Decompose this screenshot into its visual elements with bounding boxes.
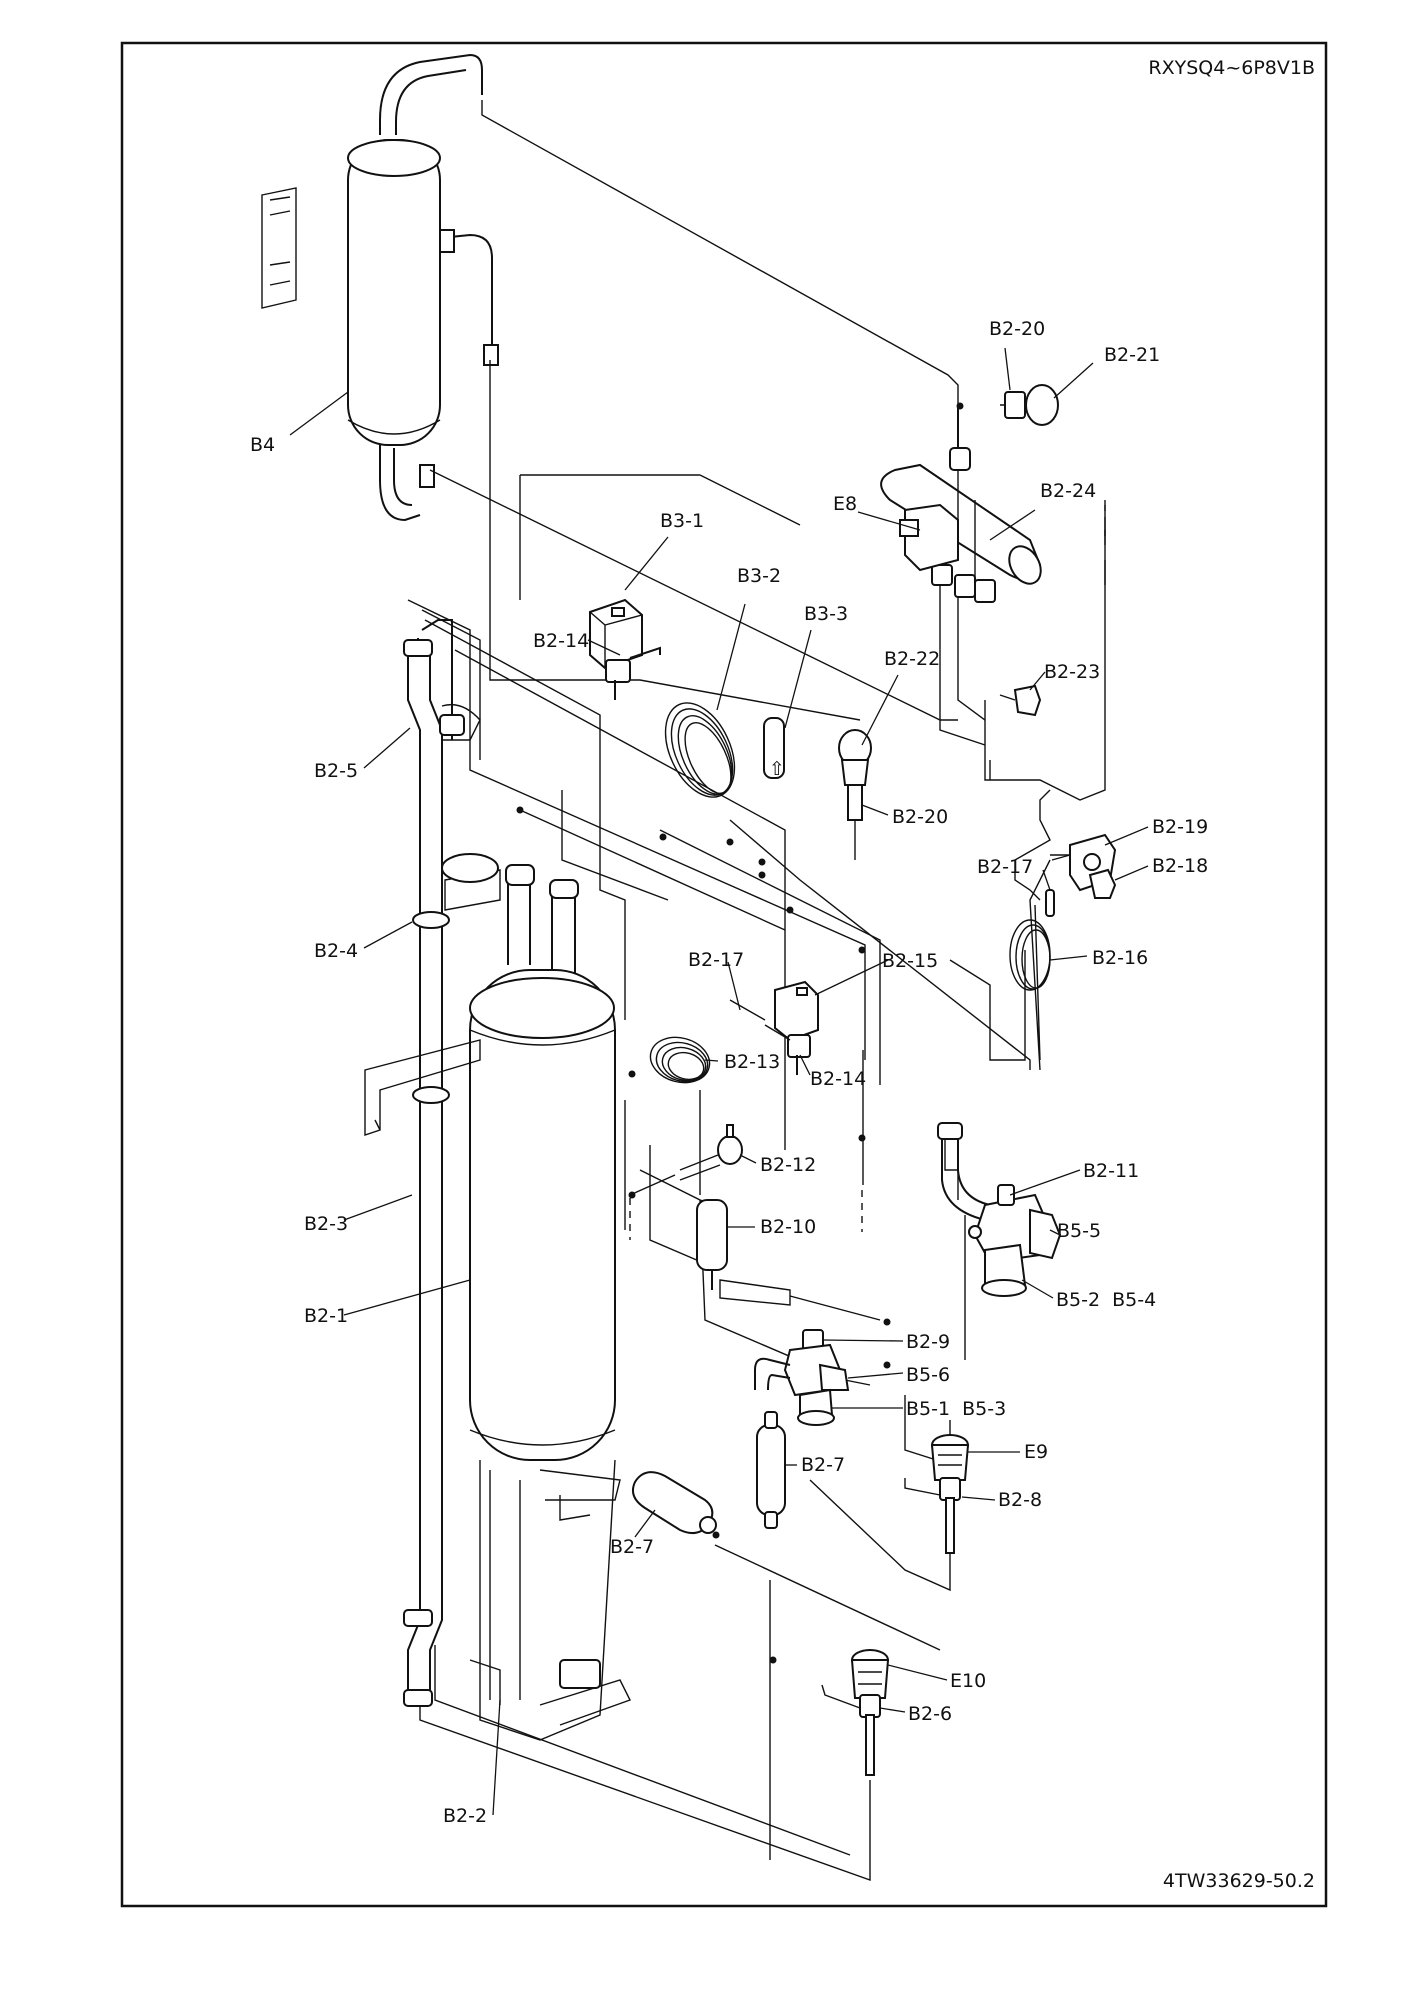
label-b2-20-top: B2-20 — [989, 318, 1045, 340]
thermistor-b2-17 — [1045, 889, 1055, 917]
filter-b2-7-right — [756, 1411, 786, 1529]
pipe-b2-3 — [364, 619, 501, 1707]
label-b2-1: B2-1 — [304, 1305, 348, 1327]
expansion-valve-e10 — [821, 1649, 890, 1776]
label-b2-23: B2-23 — [1044, 661, 1100, 683]
thermistor-b2-12 — [629, 1124, 743, 1196]
thermistor-bracket-b2-19 — [1051, 833, 1117, 899]
label-b2-21: B2-21 — [1104, 344, 1160, 366]
label-b2-14-mid: B2-14 — [810, 1068, 866, 1090]
thermistor-coil-b2-16 — [1009, 919, 1051, 991]
label-b2-24: B2-24 — [1040, 480, 1096, 502]
part-labels: B4 B3-1 B3-2 B3-3 E8 B2-24 B2-20 B2-21 B… — [250, 318, 1208, 1827]
label-b5-5: B5-5 — [1057, 1220, 1101, 1242]
accumulator-b4 — [261, 53, 499, 522]
drawing-number: 4TW33629-50.2 — [1163, 1870, 1315, 1892]
label-b5-1-b5-3: B5-1 B5-3 — [906, 1398, 1006, 1420]
label-b2-5: B2-5 — [314, 760, 358, 782]
model-number: RXYSQ4~6P8V1B — [1148, 57, 1315, 79]
stop-valve-b2-11 — [937, 1122, 1062, 1297]
muffler-b2-10 — [696, 1199, 881, 1321]
label-b2-15: B2-15 — [882, 950, 938, 972]
label-b2-7-right: B2-7 — [801, 1454, 845, 1476]
label-b2-6: B2-6 — [908, 1703, 952, 1725]
label-b2-4: B2-4 — [314, 940, 358, 962]
pressure-switch-b2-21 — [1000, 384, 1059, 426]
label-b2-13: B2-13 — [724, 1051, 780, 1073]
label-b2-3: B2-3 — [304, 1213, 348, 1235]
junction-dots — [516, 402, 964, 1664]
label-b2-19: B2-19 — [1152, 816, 1208, 838]
label-b2-20-mid: B2-20 — [892, 806, 948, 828]
label-b2-14-top: B2-14 — [533, 630, 589, 652]
capillary-coil-b2-13 — [649, 1036, 711, 1084]
four-way-valve-b2-24 — [880, 405, 1042, 603]
label-b2-7-left: B2-7 — [610, 1536, 654, 1558]
label-b2-8: B2-8 — [998, 1489, 1042, 1511]
drawing-frame — [120, 41, 1328, 1908]
filter-b2-7-left — [632, 1471, 717, 1535]
expansion-valve-e9 — [904, 1434, 970, 1554]
plug-b2-23 — [999, 684, 1042, 717]
label-b2-2: B2-2 — [443, 1805, 487, 1827]
service-valve-b2-9 — [754, 1329, 850, 1426]
label-b2-11: B2-11 — [1083, 1160, 1139, 1182]
label-b2-17-right: B2-17 — [977, 856, 1033, 878]
label-b5-2-b5-4: B5-2 B5-4 — [1056, 1289, 1156, 1311]
label-b2-10: B2-10 — [760, 1216, 816, 1238]
label-b5-6: B5-6 — [906, 1364, 950, 1386]
solenoid-valve-b3-1 — [589, 598, 661, 700]
label-e8: E8 — [833, 493, 857, 515]
label-b2-18: B2-18 — [1152, 855, 1208, 877]
capillary-coil-b3-2 — [664, 702, 736, 798]
label-e10: E10 — [950, 1670, 986, 1692]
label-b3-2: B3-2 — [737, 565, 781, 587]
label-b2-12: B2-12 — [760, 1154, 816, 1176]
service-port-b2-22 — [838, 729, 872, 860]
label-b2-9: B2-9 — [906, 1331, 950, 1353]
flow-arrow-icon: ⇧ — [769, 758, 785, 780]
label-b3-3: B3-3 — [804, 603, 848, 625]
solenoid-valve-b2-15 — [729, 980, 819, 1075]
filter-b3-3: ⇧ — [763, 717, 785, 780]
label-e9: E9 — [1024, 1441, 1048, 1463]
label-b4: B4 — [250, 434, 275, 456]
label-b2-16: B2-16 — [1092, 947, 1148, 969]
compressor-b2-1 — [469, 864, 631, 1741]
label-b2-22: B2-22 — [884, 648, 940, 670]
dashed-continuations — [629, 505, 1106, 1240]
label-b2-17-mid: B2-17 — [688, 949, 744, 971]
label-b3-1: B3-1 — [660, 510, 704, 532]
leader-lines — [289, 347, 1149, 1816]
